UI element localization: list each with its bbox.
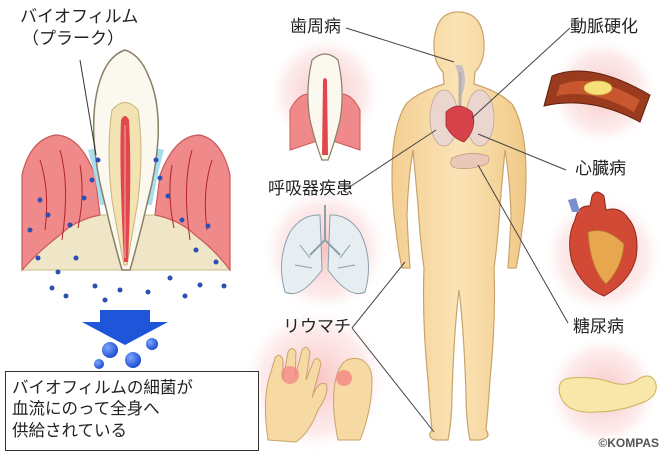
- caption-line-1: バイオフィルムの細菌が: [12, 378, 193, 397]
- label-plaque: （プラーク）: [22, 29, 124, 49]
- label-biofilm: バイオフィルム: [20, 7, 139, 27]
- label-periodontal-disease: 歯周病: [290, 17, 341, 37]
- pancreas-inset: [558, 375, 657, 413]
- bacteria-dots: [27, 157, 227, 303]
- caption-line-3: 供給されている: [12, 420, 128, 440]
- human-body: [391, 11, 527, 441]
- glow-lungs: [260, 185, 390, 315]
- periodontal-tooth-inset: [289, 53, 361, 161]
- rheumatism-hand-foot-inset: [264, 346, 373, 443]
- label-diabetes: 糖尿病: [573, 317, 624, 337]
- label-arteriosclerosis: 動脈硬化: [570, 17, 638, 37]
- label-heart-disease: 心臓病: [575, 159, 626, 179]
- copyright-mark: ©KOMPAS: [598, 436, 659, 450]
- down-arrow-icon: [82, 310, 168, 345]
- tooth-illustration: [21, 49, 231, 303]
- label-rheumatism: リウマチ: [283, 317, 351, 337]
- label-respiratory-disease: 呼吸器疾患: [268, 179, 353, 199]
- lungs-inset: [280, 205, 370, 295]
- artery-inset: [543, 70, 651, 123]
- heart-inset: [568, 191, 638, 297]
- leader-lines: [344, 27, 571, 433]
- caption-line-2: 血流にのって全身へ: [12, 399, 160, 419]
- bacteria-balls: [94, 338, 158, 369]
- caption-box: バイオフィルムの細菌が 血流にのって全身へ 供給されている: [5, 371, 259, 451]
